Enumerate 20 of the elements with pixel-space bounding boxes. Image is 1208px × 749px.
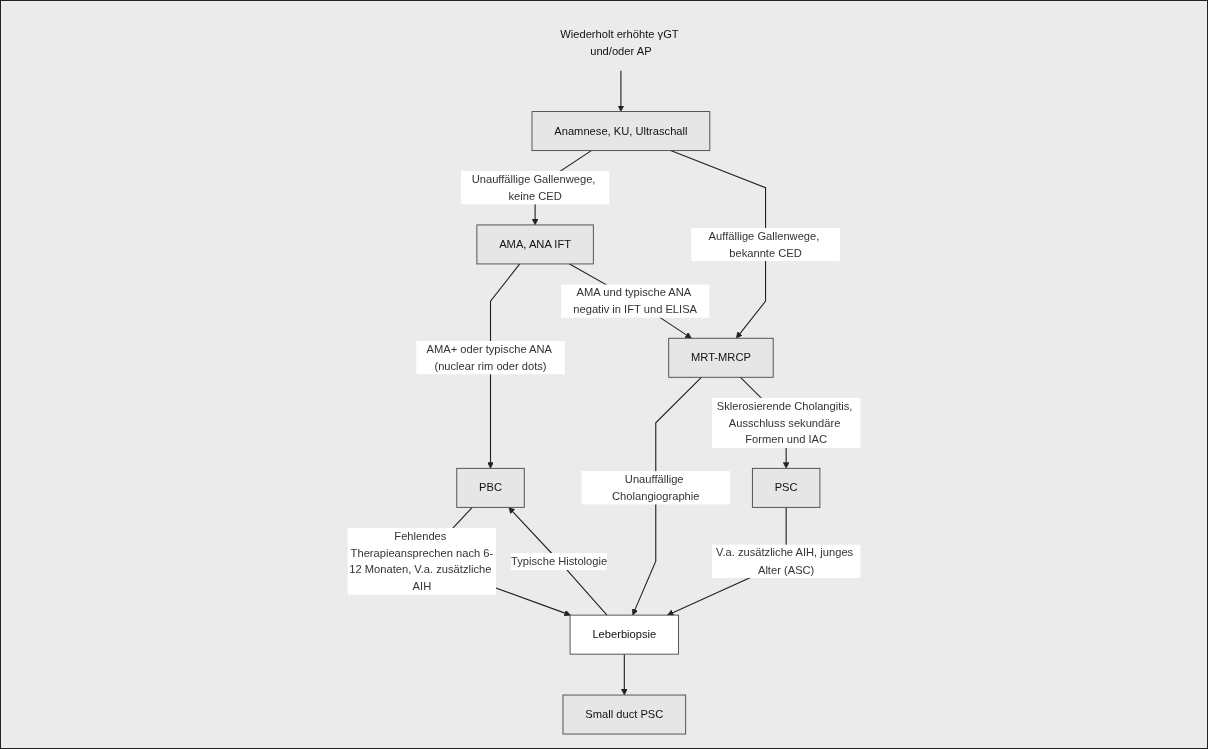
edge-label: Auffällige Gallenwege, bekannte CED [708, 229, 820, 259]
arrow [617, 70, 625, 112]
edge-label: Unauffällige Cholangiographie [612, 472, 700, 502]
edge-label: Typische Histologie [511, 554, 608, 568]
node-box: MRT-MRCP [668, 337, 774, 378]
arrow [621, 653, 628, 696]
edge-label: AMA und typische ANA negativ in IFT und ELISA [573, 285, 698, 316]
arrow [508, 507, 608, 616]
edge-label: AMA+ oder typische ANA (nuclear rim oder dots) [426, 342, 552, 372]
node-box: PSC [751, 467, 821, 508]
node-box: AMA, ANA IFT [476, 224, 594, 265]
edge-label: Sklerosierende Cholangitis, Ausschluss sekundäre Formen und IAC [716, 399, 853, 446]
edge-label: V.a. zusätzliche AIH, junges Alter (ASC) [715, 546, 854, 576]
node-box: Leberbiopsie [569, 614, 679, 655]
node-box: Anamnese, KU, Ultraschall [531, 111, 711, 152]
edge-label: Unauffällige Gallenwege, keine CED [471, 172, 596, 202]
node-box: Small duct PSC [562, 694, 687, 735]
edge-label: Fehlendes Therapieansprechen nach 6-12 Monaten, V.a. zusätzliche AIH [349, 529, 494, 593]
node-box: PBC [456, 467, 525, 508]
node-text: Wiederholt erhöhte γGT und/oder AP [560, 27, 679, 57]
